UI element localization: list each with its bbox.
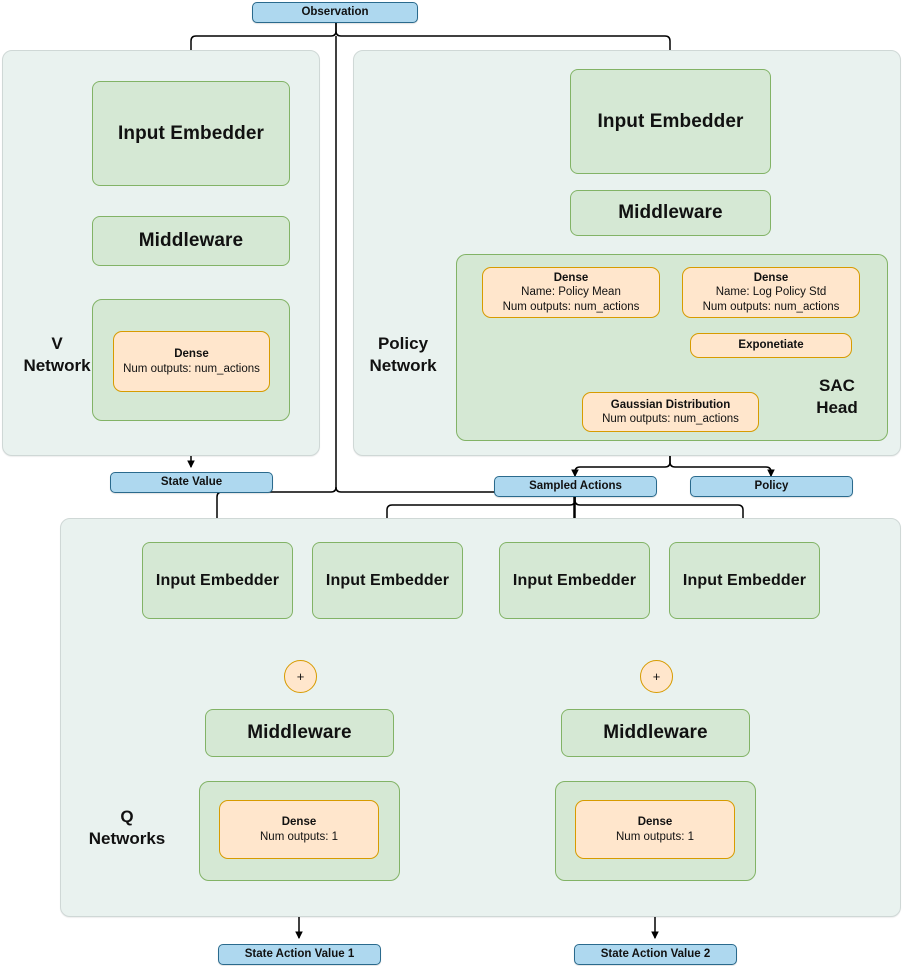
q2-middleware-label: Middleware	[603, 722, 708, 744]
sampled-actions-label: Sampled Actions	[529, 480, 622, 493]
q1-middleware[interactable]: Middleware	[205, 709, 394, 757]
q2-input-embedder-action[interactable]: Input Embedder	[669, 542, 820, 619]
q1-input-embedder-state[interactable]: Input Embedder	[142, 542, 293, 619]
observation-label: Observation	[301, 6, 369, 19]
policy-input-embedder[interactable]: Input Embedder	[570, 69, 771, 174]
policy-network-label: Policy Network	[369, 334, 437, 376]
q-networks-label: Q Networks	[88, 807, 166, 849]
q2-add-node[interactable]: +	[640, 660, 673, 693]
q2-input-embedder-state-label: Input Embedder	[512, 571, 637, 589]
gaussian-distribution-block[interactable]: Gaussian Distribution Num outputs: num_a…	[582, 392, 759, 432]
q1-dense-title: Dense	[281, 816, 317, 829]
q1-add-node[interactable]: +	[284, 660, 317, 693]
v-input-embedder-label: Input Embedder	[117, 122, 264, 144]
dense-policy-mean-name: Name: Policy Mean	[521, 286, 621, 299]
q1-add-symbol: +	[296, 669, 305, 684]
q2-dense-outputs: Num outputs: 1	[616, 830, 694, 843]
dense-policy-mean-title: Dense	[553, 271, 589, 284]
q2-dense-title: Dense	[637, 816, 673, 829]
q1-input-embedder-action[interactable]: Input Embedder	[312, 542, 463, 619]
policy-terminal[interactable]: Policy	[690, 476, 853, 497]
sampled-actions-terminal[interactable]: Sampled Actions	[494, 476, 657, 497]
dense-log-policy-std-title: Dense	[753, 271, 789, 284]
q2-add-symbol: +	[652, 669, 661, 684]
state-value-terminal[interactable]: State Value	[110, 472, 273, 493]
q2-dense-block[interactable]: Dense Num outputs: 1	[575, 800, 735, 859]
state-action-value-1-terminal[interactable]: State Action Value 1	[218, 944, 381, 965]
dense-log-policy-std-outputs: Num outputs: num_actions	[702, 300, 840, 313]
policy-middleware-label: Middleware	[618, 202, 723, 224]
v-dense-outputs: Num outputs: num_actions	[123, 362, 260, 375]
policy-label: Policy	[754, 480, 789, 493]
q2-input-embedder-state[interactable]: Input Embedder	[499, 542, 650, 619]
v-input-embedder[interactable]: Input Embedder	[92, 81, 290, 186]
sac-head-label: SAC Head	[816, 376, 858, 418]
v-dense-block[interactable]: Dense Num outputs: num_actions	[113, 331, 270, 392]
dense-policy-mean-outputs: Num outputs: num_actions	[502, 300, 640, 313]
gaussian-distribution-outputs: Num outputs: num_actions	[602, 413, 739, 425]
v-middleware-label: Middleware	[138, 230, 244, 252]
exponetiate-block[interactable]: Exponetiate	[690, 333, 852, 358]
q1-input-embedder-action-label: Input Embedder	[325, 571, 450, 589]
state-action-value-2-terminal[interactable]: State Action Value 2	[574, 944, 737, 965]
q1-dense-block[interactable]: Dense Num outputs: 1	[219, 800, 379, 859]
policy-input-embedder-label: Input Embedder	[597, 110, 744, 132]
q1-dense-outputs: Num outputs: 1	[260, 830, 338, 843]
state-action-value-2-label: State Action Value 2	[600, 948, 711, 961]
q1-middleware-label: Middleware	[247, 722, 352, 744]
observation-terminal[interactable]: Observation	[252, 2, 418, 23]
dense-log-policy-std[interactable]: Dense Name: Log Policy Std Num outputs: …	[682, 267, 860, 318]
state-action-value-1-label: State Action Value 1	[244, 948, 355, 961]
dense-log-policy-std-name: Name: Log Policy Std	[715, 286, 827, 299]
v-middleware[interactable]: Middleware	[92, 216, 290, 266]
q2-middleware[interactable]: Middleware	[561, 709, 750, 757]
q2-input-embedder-action-label: Input Embedder	[682, 571, 807, 589]
dense-policy-mean[interactable]: Dense Name: Policy Mean Num outputs: num…	[482, 267, 660, 318]
policy-middleware[interactable]: Middleware	[570, 190, 771, 236]
q1-input-embedder-state-label: Input Embedder	[155, 571, 280, 589]
exponetiate-label: Exponetiate	[738, 339, 804, 352]
gaussian-distribution-title: Gaussian Distribution	[610, 398, 731, 411]
v-dense-title: Dense	[174, 348, 209, 361]
state-value-label: State Value	[160, 476, 223, 489]
v-network-label: V Network	[23, 334, 91, 376]
